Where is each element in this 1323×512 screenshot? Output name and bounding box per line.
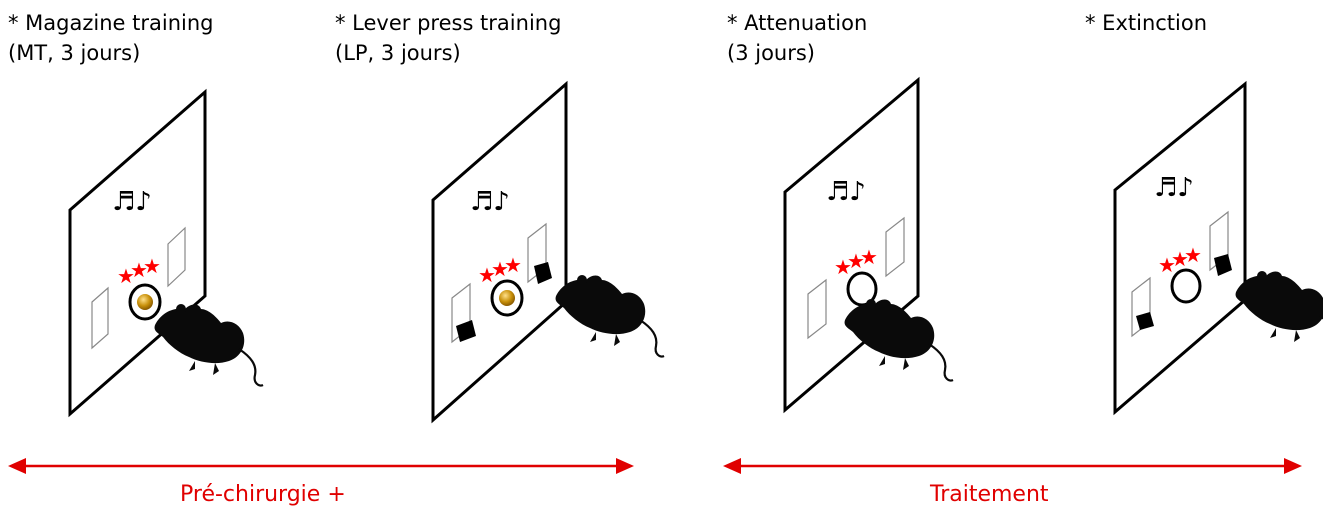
stage-title: * Lever press training (335, 11, 562, 35)
music-notes-icon: ♬♪ (826, 177, 866, 207)
lever-slot-left (807, 278, 827, 340)
svg-text:★: ★ (117, 264, 135, 288)
stage-subtitle: (LP, 3 jours) (335, 41, 461, 65)
lever-right (1214, 254, 1232, 276)
svg-text:★: ★ (1158, 253, 1176, 277)
lever-slot-left (91, 286, 109, 350)
svg-text:★: ★ (130, 258, 148, 282)
stage-title: * Extinction (1085, 11, 1208, 35)
mouse-icon (843, 297, 955, 382)
stage-subtitle: (MT, 3 jours) (8, 41, 141, 65)
stars-icon: ★ ★ ★ (834, 245, 878, 279)
chamber-panel-lever-press-training: ♬♪ ★ ★ ★ (431, 80, 666, 424)
lever-right (534, 262, 552, 284)
stage-title: * Magazine training (8, 11, 214, 35)
food-pellet-icon (499, 290, 515, 306)
stage-label-magazine-training: * Magazine training (MT, 3 jours) (8, 8, 213, 68)
stage-title: * Attenuation (727, 11, 868, 35)
lever-left (1136, 312, 1154, 330)
svg-text:★: ★ (1184, 243, 1202, 267)
phase-arrow-treatment (723, 458, 1302, 474)
magazine-port (1170, 268, 1202, 304)
phase-label-pre-surgery: Pré-chirurgie + (180, 482, 346, 507)
lever-slot-right (167, 226, 186, 288)
lever-slot-right (885, 216, 905, 278)
svg-text:★: ★ (847, 249, 865, 273)
chamber-panel-attenuation: ♬♪ ★ ★ ★ (783, 76, 955, 414)
phase-label-treatment: Traitement (930, 482, 1049, 507)
phase-arrow-pre-surgery (8, 458, 634, 474)
svg-text:★: ★ (504, 253, 522, 277)
mouse-icon (153, 302, 265, 387)
stage-label-extinction: * Extinction (1085, 8, 1207, 38)
panel-wall (783, 76, 920, 414)
svg-text:★: ★ (860, 245, 878, 269)
panel-wall (68, 88, 207, 418)
mouse-icon (554, 273, 666, 358)
svg-text:★: ★ (143, 254, 161, 278)
mouse-icon (1234, 269, 1323, 354)
svg-text:★: ★ (491, 257, 509, 281)
svg-text:★: ★ (834, 255, 852, 279)
svg-text:★: ★ (1171, 247, 1189, 271)
chamber-panel-magazine-training: ♬♪ ★ ★ ★ (68, 88, 265, 418)
music-notes-icon: ♬♪ (1154, 173, 1194, 203)
stars-icon: ★ ★ ★ (1158, 243, 1202, 277)
svg-text:★: ★ (478, 263, 496, 287)
stage-label-attenuation: * Attenuation (3 jours) (727, 8, 867, 68)
stars-icon: ★ ★ ★ (117, 254, 161, 288)
stars-icon: ★ ★ ★ (478, 253, 522, 287)
music-notes-icon: ♬♪ (470, 187, 510, 217)
music-notes-icon: ♬♪ (112, 187, 152, 217)
stage-label-lever-press-training: * Lever press training (LP, 3 jours) (335, 8, 561, 68)
food-pellet-icon (137, 294, 153, 310)
stage-subtitle: (3 jours) (727, 41, 815, 65)
chamber-panel-extinction: ♬♪ ★ ★ ★ (1113, 80, 1323, 416)
lever-left (456, 320, 476, 342)
